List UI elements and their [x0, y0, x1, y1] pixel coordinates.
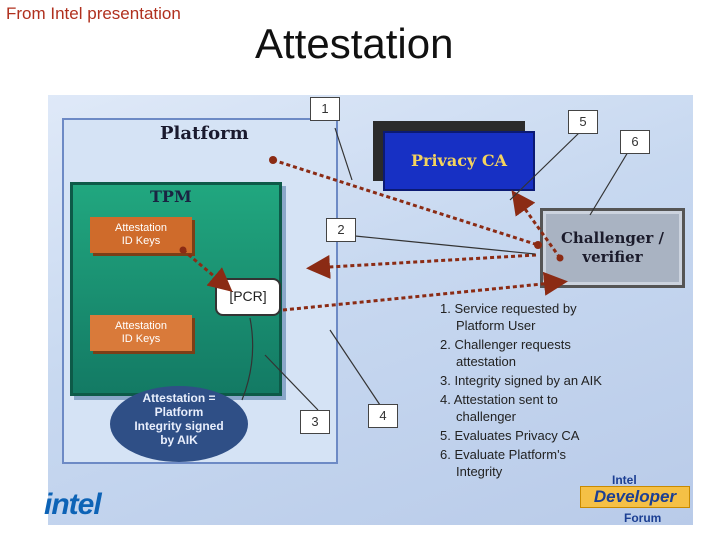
challenger-line: Challenger /: [560, 229, 665, 247]
step-number: 3.: [440, 373, 451, 388]
callout-leader-4: [329, 329, 381, 406]
callout-leader-5: [509, 131, 581, 201]
intel-logo: intel: [44, 488, 102, 521]
step-number: 1.: [440, 301, 451, 316]
callout-leader-2: [354, 235, 536, 255]
flow-arrow-dot: [556, 254, 564, 262]
tpm-label: TPM: [150, 187, 192, 206]
step-number: 5.: [440, 428, 451, 443]
flow-arrow-dot: [179, 246, 187, 254]
step-item: 1. Service requested by Platform User: [440, 300, 680, 334]
attestation-id-keys-box: Attestation ID Keys: [90, 217, 192, 253]
callout-6: 6: [620, 130, 650, 154]
step-text: Evaluate Platform's: [454, 447, 567, 462]
step-number: 6.: [440, 447, 451, 462]
callout-4: 4: [368, 404, 398, 428]
callout-1: 1: [310, 97, 340, 121]
step-item: 2. Challenger requests attestation: [440, 336, 680, 370]
source-note: From Intel presentation: [6, 4, 181, 23]
privacy-ca-box: Privacy CA: [383, 131, 535, 191]
flow-arrow-dot: [269, 156, 277, 164]
step-item: 4. Attestation sent to challenger: [440, 391, 680, 425]
callout-2: 2: [326, 218, 356, 242]
idf-intel-text: Intel: [612, 473, 637, 487]
ellipse-line: by AIK: [160, 433, 198, 447]
intel-developer-forum-logo: Intel Developer Forum: [580, 473, 690, 525]
flow-arrow-attestation-sent: [282, 271, 568, 312]
idf-developer-text: Developer: [580, 486, 690, 508]
step-item: 3. Integrity signed by an AIK: [440, 372, 680, 389]
flow-arrow-keys-to-pcr: [182, 248, 233, 292]
key-box-line: Attestation: [115, 222, 167, 234]
step-number: 4.: [440, 392, 451, 407]
platform-label: Platform: [160, 123, 249, 144]
steps-list: 1. Service requested by Platform User 2.…: [440, 300, 680, 482]
ellipse-line: Integrity signed: [134, 419, 224, 433]
step-text: Challenger requests: [454, 337, 571, 352]
step-text-cont: Platform User: [456, 318, 536, 333]
step-text: Evaluates Privacy CA: [454, 428, 580, 443]
flow-arrow-dot: [534, 241, 542, 249]
step-text-cont: Integrity: [456, 464, 503, 479]
key-box-line: Attestation: [115, 320, 167, 332]
step-text: Service requested by: [454, 301, 577, 316]
step-number: 2.: [440, 337, 451, 352]
flow-arrow-service-request: [272, 158, 539, 247]
key-box-line: ID Keys: [121, 235, 161, 247]
attestation-id-keys-box: Attestation ID Keys: [90, 315, 192, 351]
callout-leader-3: [264, 354, 319, 411]
step-item: 5. Evaluates Privacy CA: [440, 427, 680, 444]
slide-title: Attestation: [255, 20, 454, 67]
step-item: 6. Evaluate Platform's Integrity: [440, 446, 680, 480]
flow-arrow-evaluate-ca: [511, 190, 562, 259]
step-text-cont: challenger: [456, 409, 516, 424]
step-text: Attestation sent to: [453, 392, 558, 407]
callout-leader-1: [334, 127, 353, 181]
callout-3: 3: [300, 410, 330, 434]
key-box-line: ID Keys: [121, 333, 161, 345]
callout-leader-6: [589, 151, 629, 216]
callout-5: 5: [568, 110, 598, 134]
challenger-line: verifier: [582, 248, 643, 266]
flow-arrow-challenge-request: [306, 253, 537, 279]
ellipse-leader: [241, 317, 254, 401]
step-text-cont: attestation: [456, 354, 516, 369]
idf-forum-text: Forum: [624, 511, 662, 525]
step-text: Integrity signed by an AIK: [454, 373, 602, 388]
ellipse-line: Platform: [154, 405, 204, 419]
ellipse-line: Attestation =: [142, 391, 216, 405]
attestation-ellipse: Attestation = Platform Integrity signed …: [110, 386, 248, 462]
